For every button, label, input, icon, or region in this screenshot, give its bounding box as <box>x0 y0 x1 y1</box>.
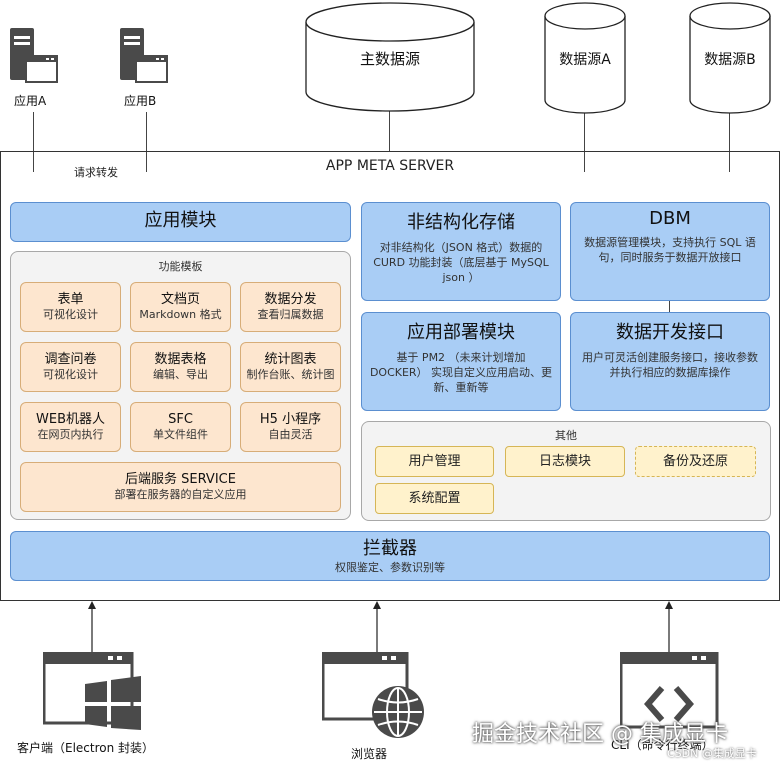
unstructured-storage-box: 非结构化存储 对非结构化（JSON 格式）数据的 CURD 功能封装（底层基于 … <box>361 202 561 301</box>
card-doc-page: 文档页 Markdown 格式 <box>130 282 231 332</box>
card-title: 表单 <box>57 292 84 307</box>
code-window-icon <box>619 651 720 734</box>
card-sub: 自由灵活 <box>268 428 313 441</box>
request-forward-label: 请求转发 <box>72 164 120 180</box>
unstructured-title: 非结构化存储 <box>407 212 515 233</box>
deploy-title: 应用部署模块 <box>407 322 515 343</box>
system-config-item: 系统配置 <box>375 483 494 514</box>
interceptor-desc: 权限鉴定、参数识别等 <box>335 561 445 574</box>
connector-dbm-api <box>669 301 670 312</box>
data-api-desc: 用户可灵活创建服务接口，接收参数并执行相应的数据库操作 <box>582 351 758 379</box>
data-api-title: 数据开发接口 <box>616 322 724 343</box>
user-management-item: 用户管理 <box>375 446 494 477</box>
globe-window-icon <box>321 651 428 746</box>
client-electron-label: 客户端（Electron 封装） <box>17 741 155 755</box>
feature-panel-title: 功能模板 <box>158 260 203 273</box>
card-sub: 编辑、导出 <box>153 368 208 381</box>
app-a-label: 应用A <box>14 94 47 108</box>
data-source-a-cylinder: 数据源A <box>544 2 626 114</box>
app-module-box: 应用模块 <box>10 202 351 242</box>
connector-app-b <box>146 112 147 172</box>
card-sub: 在网页内执行 <box>37 428 104 441</box>
card-sub: 查看归属数据 <box>257 308 324 321</box>
main-source-label: 主数据源 <box>359 50 420 68</box>
others-title: 其他 <box>555 429 577 442</box>
card-title: 数据分发 <box>264 292 317 307</box>
card-data-table: 数据表格 编辑、导出 <box>130 342 231 392</box>
app-b-label: 应用B <box>124 94 157 108</box>
card-title: 文档页 <box>160 292 200 307</box>
connector-main-source <box>389 110 390 152</box>
connector-app-a <box>33 112 34 172</box>
source-b-label: 数据源B <box>704 52 756 68</box>
dbm-box: DBM 数据源管理模块，支持执行 SQL 语句，同时服务于数据开放接口 <box>570 202 770 301</box>
dbm-title: DBM <box>649 208 691 229</box>
backup-restore-item: 备份及还原 <box>635 446 756 477</box>
client-cli-label: CLI（命令行终端） <box>611 738 714 752</box>
interceptor-box: 拦截器 权限鉴定、参数识别等 <box>10 531 770 581</box>
connector-app-a-inner <box>33 152 34 172</box>
card-title: 调查问卷 <box>44 352 97 367</box>
card-form: 表单 可视化设计 <box>20 282 121 332</box>
watermark-text: 掘金技术社区 @ 集成显卡 <box>472 722 728 747</box>
windows-window-icon <box>42 651 143 734</box>
data-api-box: 数据开发接口 用户可灵活创建服务接口，接收参数并执行相应的数据库操作 <box>570 312 770 411</box>
connector-source-b <box>729 112 730 172</box>
data-source-b-cylinder: 数据源B <box>689 2 771 114</box>
unstructured-desc: 对非结构化（JSON 格式）数据的 CURD 功能封装（底层基于 MySQL j… <box>373 241 549 284</box>
card-sub: 可视化设计 <box>43 308 98 321</box>
client-browser-label: 浏览器 <box>351 747 388 761</box>
card-title: 后端服务 SERVICE <box>125 472 236 487</box>
card-sfc: SFC 单文件组件 <box>130 402 231 452</box>
server-title: APP META SERVER <box>325 158 455 174</box>
server-window-icon <box>120 28 168 87</box>
card-data-distribution: 数据分发 查看归属数据 <box>240 282 341 332</box>
app-module-title: 应用模块 <box>144 210 217 231</box>
card-title: 数据表格 <box>154 352 207 367</box>
card-h5-miniapp: H5 小程序 自由灵活 <box>240 402 341 452</box>
card-title: H5 小程序 <box>259 412 322 427</box>
card-web-robot: WEB机器人 在网页内执行 <box>20 402 121 452</box>
card-sub: 部署在服务器的自定义应用 <box>114 488 247 501</box>
dbm-desc: 数据源管理模块，支持执行 SQL 语句，同时服务于数据开放接口 <box>584 236 756 264</box>
connector-source-b-inner <box>729 152 730 172</box>
card-sub: 单文件组件 <box>153 428 208 441</box>
connector-app-b-inner <box>146 152 147 172</box>
card-title: SFC <box>168 412 193 427</box>
card-statistics-chart: 统计图表 制作台账、统计图 <box>240 342 341 392</box>
connector-source-a <box>584 112 585 172</box>
client-arrows <box>88 601 673 652</box>
card-sub: 可视化设计 <box>43 368 98 381</box>
card-sub: Markdown 格式 <box>139 308 222 321</box>
interceptor-title: 拦截器 <box>363 538 417 559</box>
card-sub: 制作台账、统计图 <box>246 368 335 381</box>
main-data-source-cylinder: 主数据源 <box>305 2 475 112</box>
log-module-item: 日志模块 <box>505 446 625 477</box>
server-window-icon <box>10 28 58 87</box>
source-a-label: 数据源A <box>559 52 611 68</box>
deploy-module-box: 应用部署模块 基于 PM2 （未来计划增加 DOCKER） 实现自定义应用启动、… <box>361 312 561 411</box>
card-title: 统计图表 <box>264 352 317 367</box>
card-survey: 调查问卷 可视化设计 <box>20 342 121 392</box>
card-title: WEB机器人 <box>36 412 105 427</box>
deploy-desc: 基于 PM2 （未来计划增加 DOCKER） 实现自定义应用启动、更新、重新等 <box>369 351 553 394</box>
watermark-small: CSDN @集成显卡 <box>667 747 757 760</box>
connector-source-a-inner <box>584 152 585 172</box>
card-backend-service: 后端服务 SERVICE 部署在服务器的自定义应用 <box>20 462 341 512</box>
